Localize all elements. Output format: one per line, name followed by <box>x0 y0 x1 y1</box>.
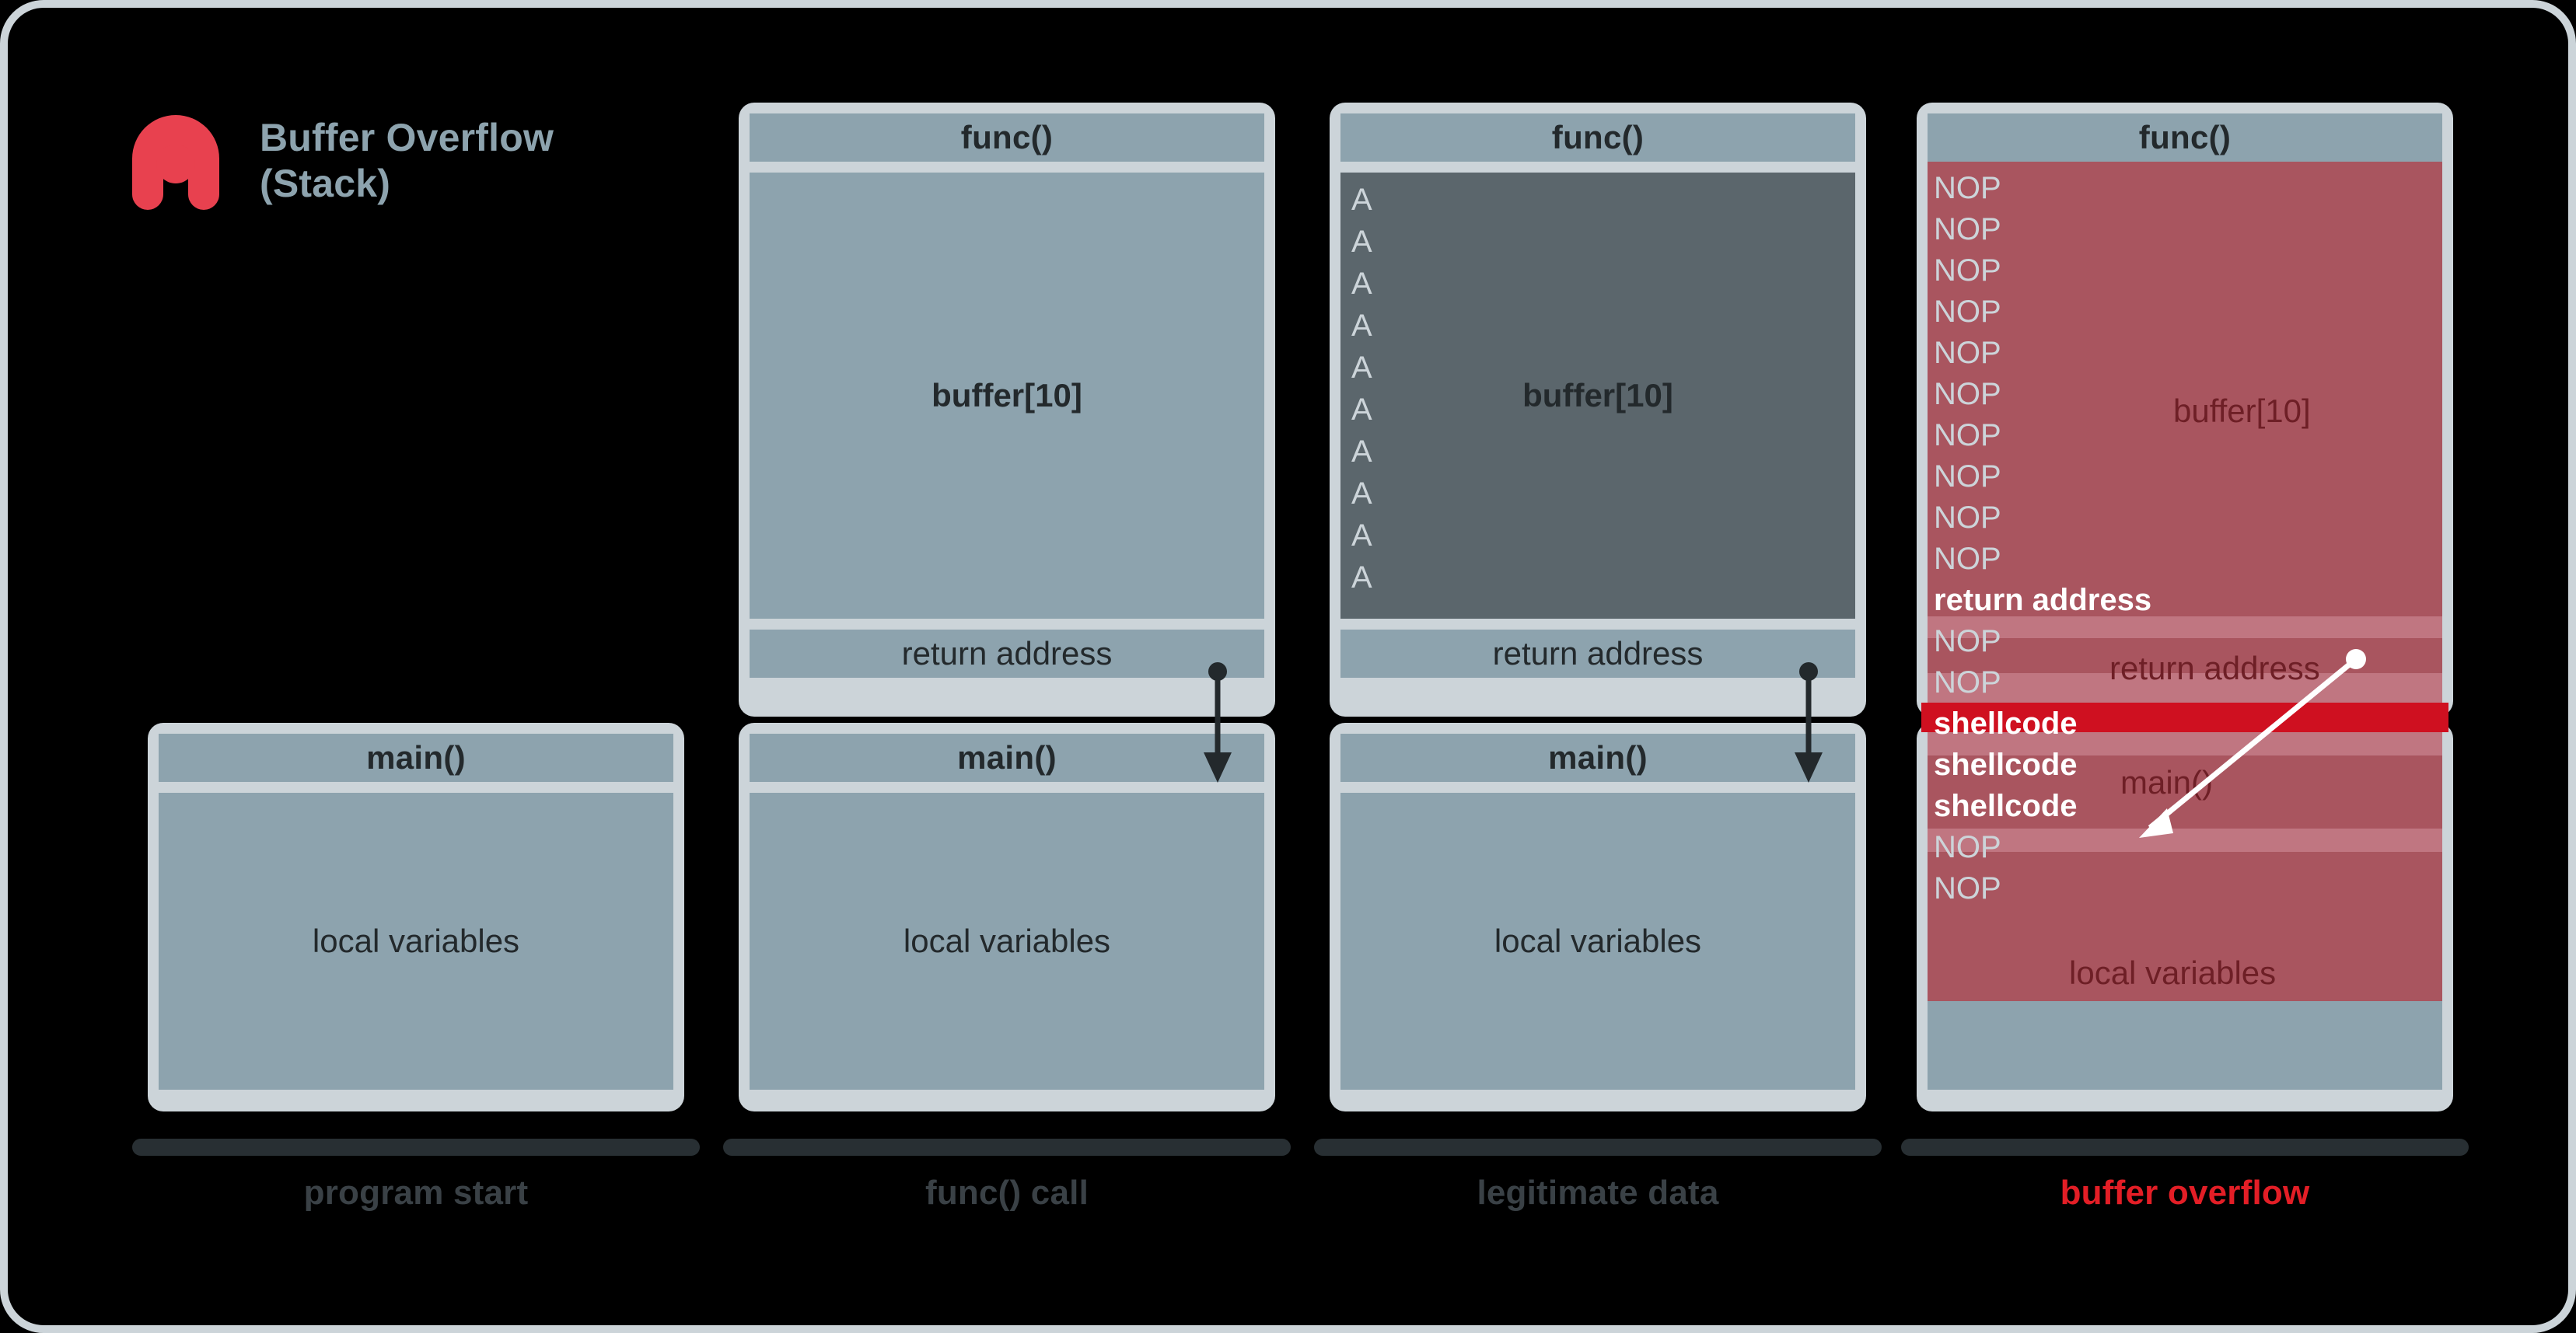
column-caption: buffer overflow <box>2060 1174 2310 1212</box>
column-func-call: func() buffer[10] return address main() … <box>723 8 1291 1325</box>
stack-frame-func: func() buffer[10] return address <box>739 103 1275 717</box>
base-bar <box>723 1139 1291 1156</box>
frame-header-main: main() <box>1928 734 2442 782</box>
stack-frame-func: func() buffer[10] return address <box>1917 103 2453 717</box>
column-caption: program start <box>303 1174 529 1212</box>
buffer-char: A <box>1351 183 1372 217</box>
column-buffer-overflow: func() buffer[10] return address main() … <box>1901 8 2469 1325</box>
buffer-char: A <box>1351 393 1372 427</box>
frame-header-func: func() <box>750 113 1264 162</box>
buffer-char: A <box>1351 309 1372 343</box>
frame-body-local-variables: local variables <box>1928 793 2442 1090</box>
frame-body-buffer-label: buffer[10] <box>1522 377 1673 414</box>
stack-frame-main: main() local variables <box>1917 723 2453 1111</box>
base-bar <box>132 1139 700 1156</box>
column-caption: func() call <box>925 1174 1089 1212</box>
frame-body-local-variables: local variables <box>750 793 1264 1090</box>
stack-frame-main: main() local variables <box>1330 723 1866 1111</box>
column-caption: legitimate data <box>1477 1174 1719 1212</box>
buffer-char: A <box>1351 518 1372 553</box>
frame-header-func: func() <box>1340 113 1855 162</box>
title-block: Buffer Overflow (Stack) <box>124 107 554 210</box>
base-bar <box>1901 1139 2469 1156</box>
buffer-char: A <box>1351 351 1372 385</box>
stack-frame-main: main() local variables <box>739 723 1275 1111</box>
buffer-char: A <box>1351 476 1372 511</box>
frame-header-func: func() <box>1928 113 2442 162</box>
frame-header-main: main() <box>159 734 673 782</box>
stack-frame-main: main() local variables <box>148 723 684 1111</box>
arch-logo-icon <box>124 107 227 210</box>
buffer-char: A <box>1351 434 1372 469</box>
frame-body-local-variables: local variables <box>159 793 673 1090</box>
frame-body-buffer: buffer[10] <box>750 173 1264 619</box>
frame-body-buffer: buffer[10] <box>1928 173 2442 619</box>
page-title: Buffer Overflow (Stack) <box>260 116 554 205</box>
buffer-char: A <box>1351 560 1372 595</box>
frame-body-local-variables: local variables <box>1340 793 1855 1090</box>
base-bar <box>1314 1139 1882 1156</box>
frame-header-main: main() <box>750 734 1264 782</box>
frame-footer-return-address: return address <box>1340 630 1855 678</box>
column-program-start: main() local variables program start <box>132 8 700 1325</box>
buffer-char: A <box>1351 267 1372 301</box>
frame-header-main: main() <box>1340 734 1855 782</box>
buffer-char: A <box>1351 225 1372 259</box>
frame-footer-return-address: return address <box>750 630 1264 678</box>
frame-footer-return-address: return address <box>1928 630 2442 678</box>
